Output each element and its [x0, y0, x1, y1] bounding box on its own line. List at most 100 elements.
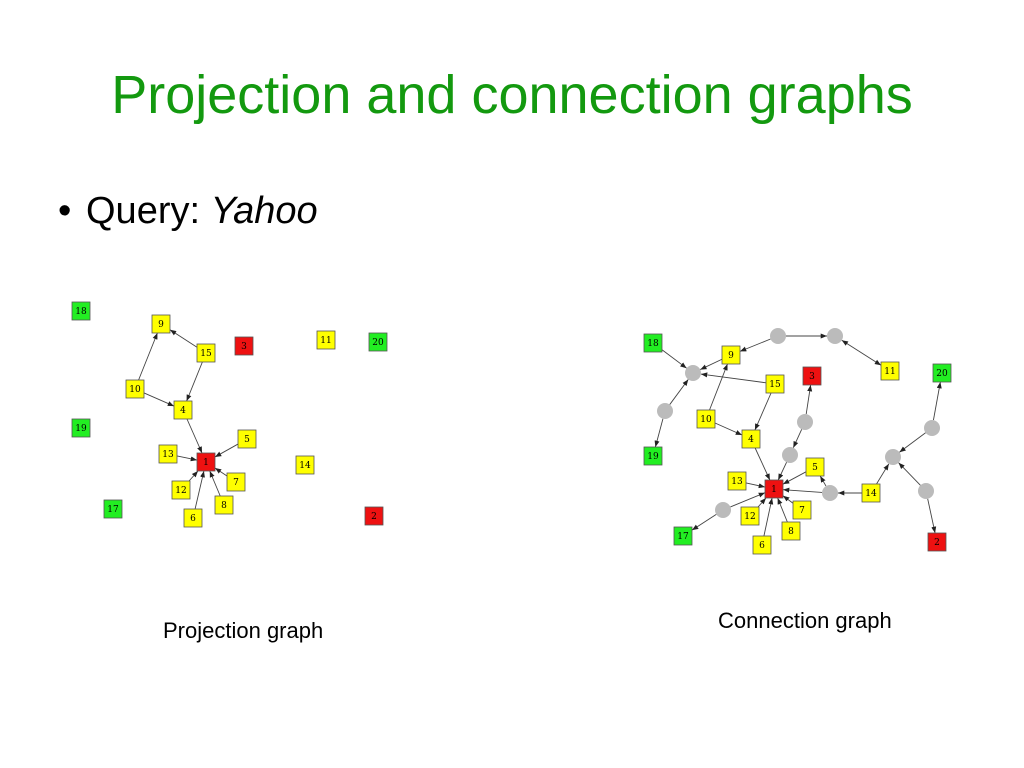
projection-edge-12-1	[188, 470, 199, 482]
projection-node-17	[103, 499, 123, 519]
connection-node-20	[932, 363, 952, 383]
projection-edge-8-1	[209, 470, 221, 497]
connection-node-17	[673, 526, 693, 546]
connection-edge-g-17	[691, 513, 717, 531]
projection-node-11	[316, 330, 336, 350]
connection-edge-5-1	[782, 471, 807, 485]
projection-node-label-7: 7	[233, 478, 239, 488]
projection-edge-5-1	[214, 443, 239, 458]
connection-node-label-5: 5	[812, 463, 818, 473]
projection-node-label-4: 4	[180, 406, 186, 416]
connection-node-label-4: 4	[748, 435, 754, 445]
connection-node-label-18: 18	[647, 339, 659, 349]
projection-node-13	[158, 444, 178, 464]
connection-intermediate-node	[918, 483, 934, 499]
projection-node-3	[234, 336, 254, 356]
projection-edge-7-1	[214, 467, 228, 477]
connection-edge-8-1	[777, 497, 788, 523]
connection-intermediate-node	[827, 328, 843, 344]
connection-node-label-20: 20	[936, 369, 948, 379]
connection-edge-d-19	[654, 418, 664, 448]
connection-node-label-15: 15	[769, 380, 781, 390]
projection-node-label-19: 19	[75, 424, 87, 434]
connection-edge-15-4	[754, 392, 772, 431]
bullet-marker: •	[58, 190, 72, 232]
projection-node-label-8: 8	[221, 501, 227, 511]
projection-node-label-12: 12	[175, 486, 186, 496]
connection-node-6	[752, 535, 772, 555]
connection-node-label-10: 10	[700, 415, 712, 425]
connection-node-label-1: 1	[771, 485, 777, 495]
projection-node-label-14: 14	[299, 461, 311, 471]
connection-node-19	[643, 446, 663, 466]
connection-intermediate-node	[782, 447, 798, 463]
connection-edge-f-1	[777, 462, 788, 481]
connection-edge-10-4	[714, 422, 743, 436]
connection-node-label-9: 9	[728, 351, 734, 361]
projection-node-12	[171, 480, 191, 500]
projection-node-4	[173, 400, 193, 420]
projection-node-label-9: 9	[158, 320, 164, 330]
projection-node-19	[71, 418, 91, 438]
connection-node-3	[802, 366, 822, 386]
connection-edge-j-i	[898, 462, 921, 486]
projection-node-label-18: 18	[75, 307, 87, 317]
projection-edge-10-4	[143, 392, 175, 407]
page-title: Projection and connection graphs	[111, 65, 913, 125]
connection-node-label-2: 2	[934, 538, 940, 548]
projection-node-8	[214, 495, 234, 515]
connection-intermediate-node	[797, 414, 813, 430]
projection-node-label-11: 11	[320, 336, 331, 346]
projection-node-2	[364, 506, 384, 526]
connection-node-15	[765, 374, 785, 394]
connection-node-5	[805, 457, 825, 477]
projection-node-20	[368, 332, 388, 352]
query-label: Query:	[86, 190, 201, 232]
connection-node-14	[861, 483, 881, 503]
projection-node-5	[237, 429, 257, 449]
connection-node-label-12: 12	[744, 512, 755, 522]
projection-node-label-5: 5	[244, 435, 250, 445]
connection-edge-e-3	[805, 384, 813, 415]
projection-node-label-20: 20	[372, 338, 384, 348]
connection-edge-j-2	[927, 498, 937, 534]
connection-node-2	[927, 532, 947, 552]
connection-edge-4-1	[754, 447, 771, 481]
connection-node-label-8: 8	[788, 527, 794, 537]
projection-node-15	[196, 343, 216, 363]
connection-node-label-17: 17	[677, 532, 689, 542]
projection-edge-15-9	[169, 329, 198, 348]
connection-node-1	[764, 479, 784, 499]
connection-intermediate-node	[822, 485, 838, 501]
connection-node-label-19: 19	[647, 452, 659, 462]
query-bullet: •Query: Yahoo	[58, 192, 318, 230]
projection-edge-10-9	[138, 332, 158, 381]
projection-node-label-3: 3	[241, 342, 247, 352]
connection-intermediate-node	[770, 328, 786, 344]
connection-edge-14-i	[876, 463, 890, 485]
projection-edge-15-4	[186, 361, 203, 402]
connection-edge-g-1	[730, 492, 766, 508]
connection-edge-15-a	[700, 372, 767, 384]
connection-intermediate-node	[685, 365, 701, 381]
connection-edge-12-1	[757, 497, 767, 508]
projection-node-label-13: 13	[162, 450, 174, 460]
connection-node-18	[643, 333, 663, 353]
connection-edge-k-i	[899, 432, 926, 453]
connection-edge-e-f	[792, 429, 803, 448]
connection-intermediate-node	[885, 449, 901, 465]
connection-graph-caption: Connection graph	[718, 608, 892, 633]
connection-node-label-6: 6	[759, 541, 765, 551]
connection-node-label-13: 13	[731, 477, 743, 487]
connection-edge-h-5	[819, 475, 827, 487]
projection-node-label-1: 1	[203, 458, 209, 468]
connection-edge-13-1	[745, 482, 766, 489]
connection-edge-18-a	[661, 349, 687, 369]
connection-node-label-7: 7	[799, 506, 805, 516]
connection-edge-6-1	[763, 497, 774, 537]
connection-node-11	[880, 361, 900, 381]
connection-node-13	[727, 471, 747, 491]
